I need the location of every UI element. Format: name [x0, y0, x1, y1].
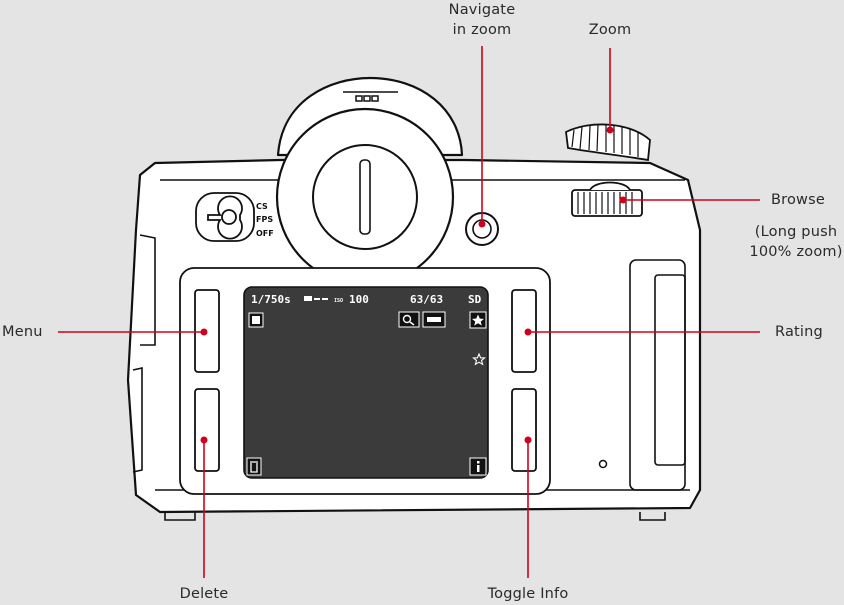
callout-navigate-line-2: in zoom	[452, 22, 512, 38]
callout-toggle-info: Toggle Info	[487, 586, 569, 602]
callout-navigate-in-zoom: Navigate in zoom	[432, 0, 532, 40]
lcd-frame-count: 63/63	[410, 293, 443, 306]
menu-square-icon	[248, 312, 264, 328]
trash-icon	[246, 457, 262, 476]
callout-lines	[58, 46, 760, 578]
callout-menu: Menu	[2, 324, 43, 340]
callout-browse-note: (Long push 100% zoom)	[748, 222, 844, 262]
switch-label-off: OFF	[256, 229, 274, 238]
browse-thumbwheel	[571, 181, 643, 217]
callout-delete: Delete	[179, 586, 229, 602]
callout-zoom: Zoom	[588, 22, 632, 38]
button-bottom-right	[511, 388, 537, 472]
exposure-icon	[304, 296, 312, 301]
battery-icon	[422, 311, 446, 328]
lcd-shutter-speed: 1/750s	[251, 293, 291, 306]
lcd-iso-icon: ISO	[334, 298, 343, 304]
callout-navigate-line-1: Navigate	[448, 2, 516, 18]
info-icon	[469, 457, 487, 476]
callout-rating: Rating	[775, 324, 823, 340]
switch-labels: CS FPS OFF	[256, 202, 274, 238]
lcd-status-bar: 1/750s ISO 100 63/63 SD	[251, 293, 482, 306]
lcd-screen	[243, 286, 489, 479]
lcd-storage: SD	[468, 293, 482, 306]
star-filled-icon	[469, 311, 487, 329]
zoom-wheel	[565, 123, 651, 162]
lcd-iso-value: 100	[349, 293, 369, 306]
switch-label-fps: FPS	[256, 215, 273, 224]
side-buttons	[194, 289, 537, 472]
button-bottom-left	[194, 388, 220, 472]
callout-browse: Browse	[771, 192, 825, 208]
star-outline-icon	[472, 352, 486, 366]
button-top-right	[511, 289, 537, 373]
mode-switch	[195, 192, 255, 242]
zoom-magnifier-icon	[398, 311, 420, 328]
callout-browse-note-line-1: (Long push	[754, 224, 838, 240]
switch-label-cs: CS	[256, 202, 268, 211]
callout-browse-note-line-2: 100% zoom)	[749, 244, 843, 260]
